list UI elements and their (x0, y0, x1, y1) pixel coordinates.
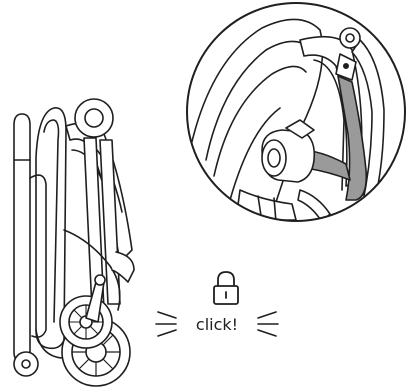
stroller-handle-bar (14, 114, 30, 362)
click-label: click! (196, 315, 238, 334)
padlock-icon (214, 272, 238, 304)
folded-stroller (14, 99, 134, 386)
detail-magnifier (187, 3, 405, 222)
lock-click-annotation: click! (156, 272, 278, 336)
